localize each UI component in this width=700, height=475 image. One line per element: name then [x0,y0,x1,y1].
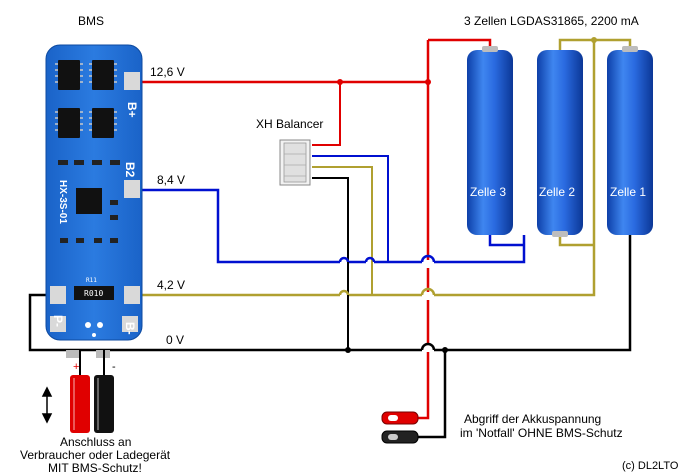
right-note-line1: Abgriff der Akkuspannung [464,412,601,426]
pin-pminus-label: P- [51,315,65,327]
r11-label: R11 [86,277,97,284]
pin-bplus-label: B+ [125,102,139,118]
board-vertical-label: HX-3S-01 [57,180,68,224]
plug-black [94,375,114,433]
bms-controller-ic [76,188,102,214]
output-plugs [66,350,114,433]
pad-b2 [124,180,140,198]
terminal-red [381,411,419,425]
voltage-12v6-label: 12,6 V [150,65,185,79]
pad-bminus-bottom [122,316,138,332]
pin-b2-label: B2 [123,162,137,178]
wire-olive-balancer [312,166,373,295]
plug-red [70,375,90,433]
wire-red-vertical [418,40,430,420]
left-note-line3: MIT BMS-Schutz! [48,461,142,475]
right-note-line2: im 'Notfall' OHNE BMS-Schutz [460,426,623,440]
wire-red-to-balancer [312,82,341,146]
wire-black-balancer [312,177,349,350]
mosfet-chips [58,60,114,138]
plug-plus-label: + [73,361,79,373]
shunt-resistor [74,286,114,300]
cell-zelle2: Zelle 2 [537,50,583,237]
voltage-4v2-label: 4,2 V [157,278,185,292]
pad-bplus [124,72,140,90]
pad-b1 [124,286,140,304]
wire-8v4 [140,188,526,264]
wire-0v [140,235,632,352]
cell-zelle1-label: Zelle 1 [610,185,646,199]
plug-minus-label: - [112,361,116,373]
cell-zelle3: Zelle 3 [467,46,513,235]
pad-pminus [50,286,66,304]
terminal-black [381,430,419,444]
cell-zelle1: Zelle 1 [607,46,653,235]
wire-black-down [418,350,447,439]
wire-black-left [28,293,140,352]
left-note-line2: Verbraucher oder Ladegerät [20,448,171,462]
wire-blue-balancer [312,155,389,262]
xh-balancer-connector [279,139,311,186]
left-note-line1: Anschluss an [60,435,131,449]
cell-zelle2-label: Zelle 2 [539,185,575,199]
cell-zelle3-label: Zelle 3 [470,185,506,199]
bms-board: R010 R11 B+ B2 P- B- HX-3S-01 [45,44,143,341]
voltage-0v-label: 0 V [166,333,184,347]
double-arrow-icon [41,386,53,424]
pad-pminus-bottom [50,316,66,332]
wire-olive-bridge2 [558,235,594,247]
copyright-label: (c) DL2LTO [622,460,679,472]
cells-title: 3 Zellen LGDAS31865, 2200 mA [464,14,639,28]
pin-bminus-label: B- [123,322,137,335]
emergency-terminals [381,411,419,444]
voltage-8v4-label: 8,4 V [157,173,185,187]
wire-red-top [428,38,492,50]
bms-title: BMS [78,14,104,28]
shunt-resistor-label: R010 [84,289,103,298]
xh-balancer-label: XH Balancer [256,117,323,131]
wire-blue-bridge [488,235,524,247]
